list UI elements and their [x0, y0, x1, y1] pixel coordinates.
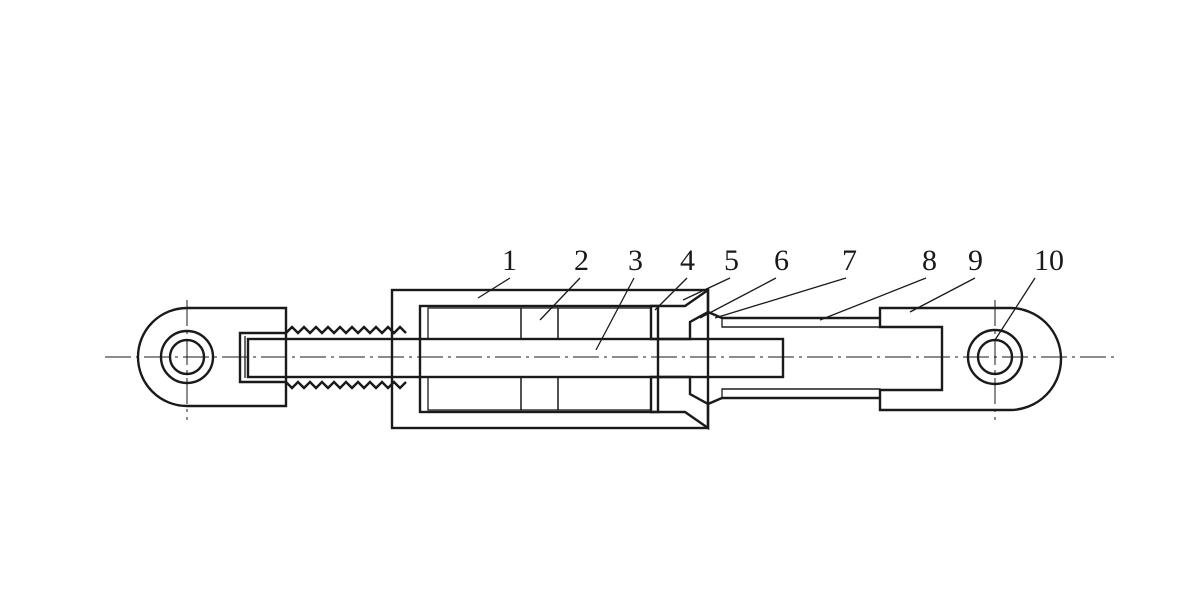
callout-2: 2 — [574, 244, 589, 277]
callout-1: 1 — [502, 244, 517, 277]
callout-10: 10 — [1034, 244, 1064, 277]
cylinder-tube — [707, 310, 881, 406]
rubber-elements — [427, 307, 652, 411]
right-rod-end — [878, 306, 1063, 412]
central-rod — [246, 337, 785, 379]
callout-8: 8 — [922, 244, 937, 277]
callout-labels: 1 2 3 4 5 6 7 8 9 10 — [502, 244, 1064, 277]
callout-7: 7 — [842, 244, 857, 277]
threaded-rod — [285, 325, 407, 390]
centerlines — [105, 300, 1115, 420]
callout-3: 3 — [628, 244, 643, 277]
callout-4: 4 — [680, 244, 695, 277]
callout-6: 6 — [774, 244, 789, 277]
end-cap — [649, 287, 710, 431]
outer-housing — [390, 288, 710, 430]
spacer-ring — [520, 307, 559, 411]
callout-5: 5 — [724, 244, 739, 277]
left-rod-end — [136, 306, 288, 408]
leader-lines — [477, 277, 1036, 351]
callout-9: 9 — [968, 244, 983, 277]
